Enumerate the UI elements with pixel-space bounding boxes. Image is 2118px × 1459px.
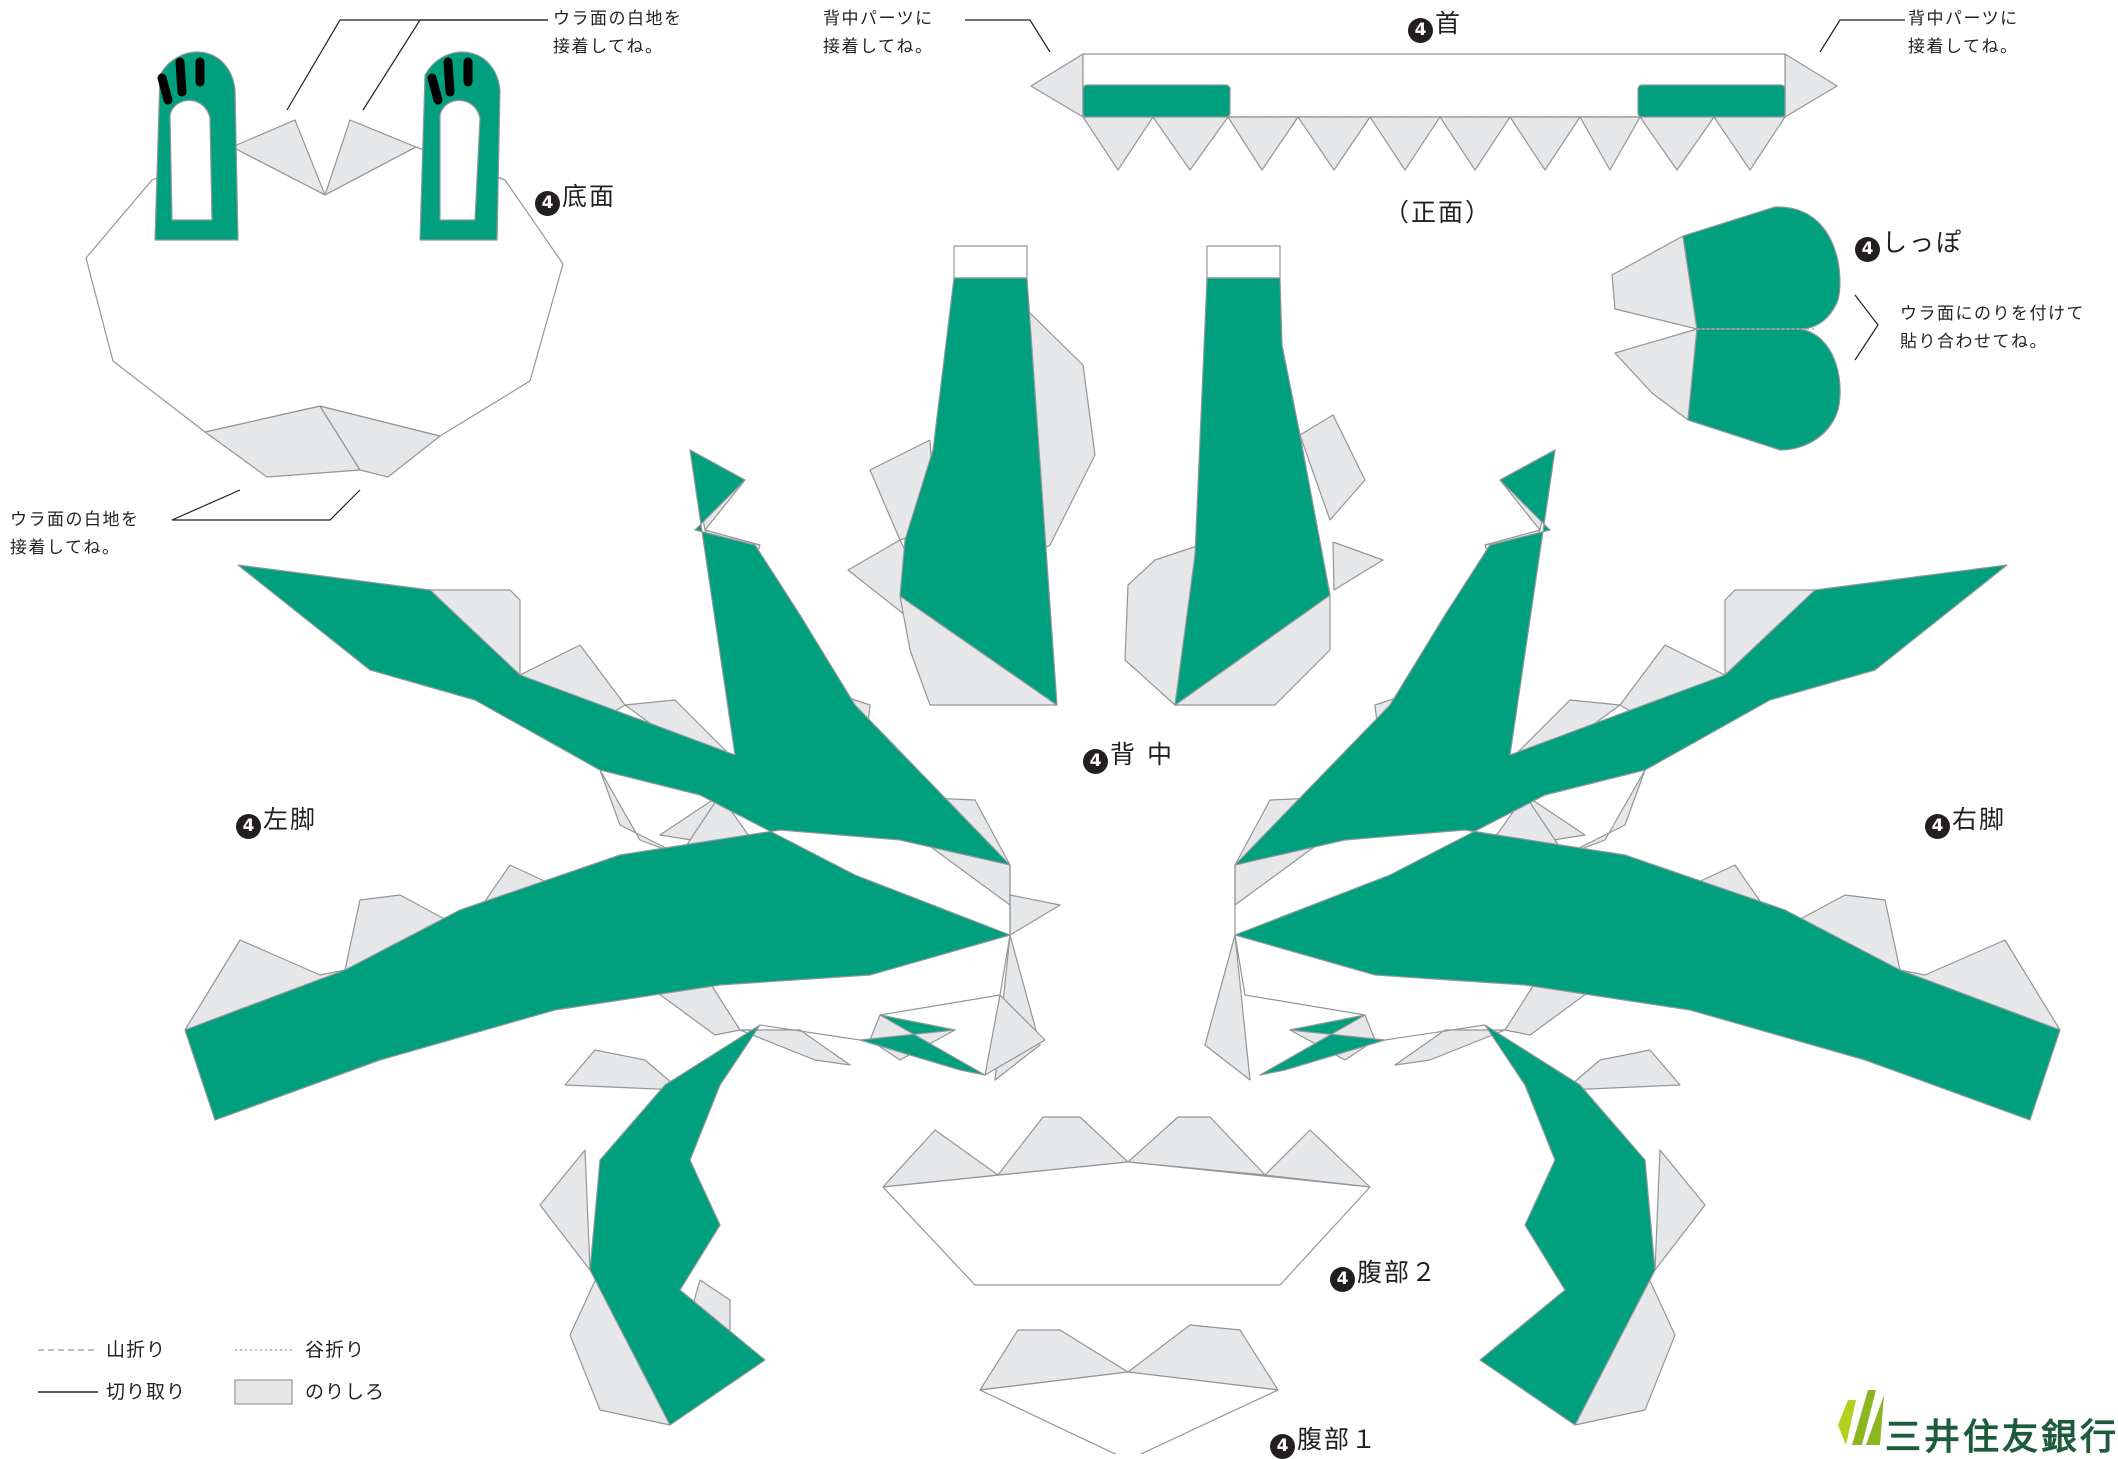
note-tail: ウラ面にのりを付けて 貼り合わせてね。 (1900, 304, 2085, 352)
neck-part (1030, 53, 1838, 171)
legend-glue: のりしろ (305, 1381, 386, 1403)
belly1-part (979, 1324, 1279, 1454)
legend-cut: 切り取り (106, 1381, 187, 1403)
back-right-part (1124, 245, 1384, 706)
label-front: （正面） (1384, 198, 1493, 227)
bottom-part (85, 51, 564, 478)
legend-lines (38, 1349, 293, 1405)
smbc-leaf-icon (1838, 1390, 1884, 1445)
tail-part (1611, 206, 1841, 451)
note-neck-left: 背中パーツに 接着してね。 (823, 9, 934, 57)
belly2-part (882, 1116, 1371, 1286)
back-left-part (847, 245, 1096, 706)
note-neck-right: 背中パーツに 接着してね。 (1908, 9, 2019, 57)
leader-lines (171, 19, 1905, 521)
note-white-glue-bottom: ウラ面の白地を 接着してね。 (10, 510, 140, 558)
right-leg-part (1204, 449, 2061, 1426)
legend-mountain-fold: 山折り (106, 1339, 167, 1361)
note-white-glue-top: ウラ面の白地を 接着してね。 (553, 9, 683, 57)
brand-name: 三井住友銀行 (1885, 1417, 2118, 1458)
left-leg-part (184, 449, 1061, 1426)
legend-valley-fold: 谷折り (305, 1339, 366, 1361)
